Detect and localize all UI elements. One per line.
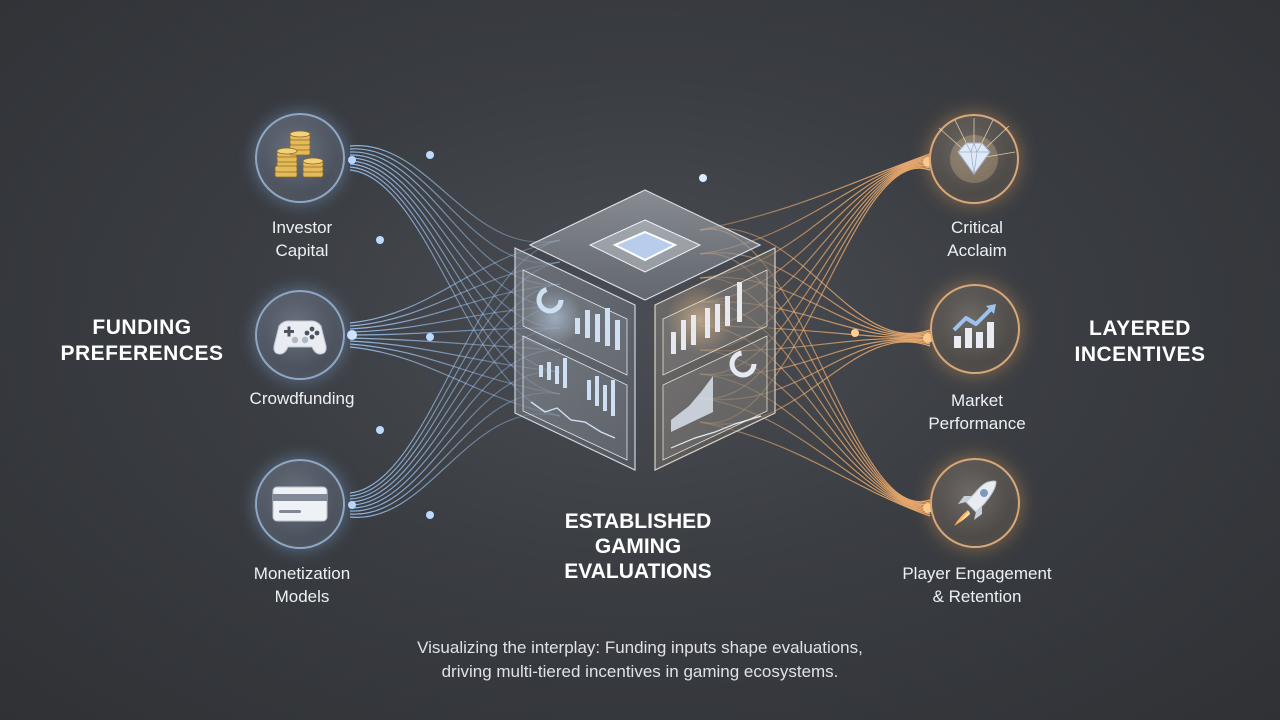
funding-preferences-title: FUNDING PREFERENCES <box>32 315 252 367</box>
investor-capital-label: Investor Capital <box>212 216 392 262</box>
incentive-flow-line <box>699 153 931 231</box>
player-engagement-label: Player Engagement & Retention <box>887 562 1067 608</box>
gamepad-icon <box>273 320 327 355</box>
market-performance-node <box>930 284 1020 374</box>
caption-line: Visualizing the interplay: Funding input… <box>417 638 863 657</box>
crowdfunding-node <box>255 290 345 380</box>
layered-incentives-title: LAYERED INCENTIVES <box>1030 316 1250 368</box>
incentives-title-line: LAYERED <box>1089 317 1191 340</box>
funding-title-line: FUNDING <box>92 316 192 339</box>
caption-line: driving multi-tiered incentives in gamin… <box>441 662 839 681</box>
label-line: Critical <box>951 218 1003 237</box>
label-line: Investor <box>271 218 333 237</box>
rocket-icon <box>954 480 997 526</box>
critical-acclaim-label: Critical Acclaim <box>887 216 1067 262</box>
label-line: Player Engagement <box>902 564 1052 583</box>
incentives-title-line: INCENTIVES <box>1074 343 1206 366</box>
investor-capital-node <box>255 113 345 203</box>
label-line: Monetization <box>253 564 351 583</box>
monetization-models-node <box>255 459 345 549</box>
label-line: Acclaim <box>947 241 1007 260</box>
funding-flow-line <box>349 145 561 243</box>
market-performance-label: Market Performance <box>887 389 1067 435</box>
label-line: & Retention <box>932 587 1022 606</box>
incentive-flow-line <box>699 227 931 334</box>
evaluations-title-line: ESTABLISHED <box>564 510 712 533</box>
critical-acclaim-node <box>929 114 1019 204</box>
label-line: Capital <box>275 241 329 260</box>
established-gaming-evaluations-title: ESTABLISHED GAMING EVALUATIONS <box>508 509 768 584</box>
analytics-cube-icon <box>514 189 776 471</box>
label-line: Crowdfunding <box>249 389 355 408</box>
label-line: Models <box>274 587 330 606</box>
coins-icon <box>274 130 324 178</box>
crowdfunding-label: Crowdfunding <box>212 387 392 410</box>
growth-chart-icon <box>952 304 996 348</box>
incentive-flow-line <box>699 253 931 504</box>
credit-card-icon <box>272 486 328 522</box>
funding-flow-line <box>349 239 561 324</box>
diamond-icon <box>938 118 1016 183</box>
evaluations-title-line: GAMING <box>594 535 682 558</box>
label-line: Market <box>951 391 1003 410</box>
player-engagement-node <box>930 458 1020 548</box>
monetization-models-label: Monetization Models <box>212 562 392 608</box>
funding-title-line: PREFERENCES <box>60 342 224 365</box>
diagram-caption: Visualizing the interplay: Funding input… <box>340 636 940 684</box>
label-line: Performance <box>928 414 1026 433</box>
evaluations-title-line: EVALUATIONS <box>564 560 712 583</box>
